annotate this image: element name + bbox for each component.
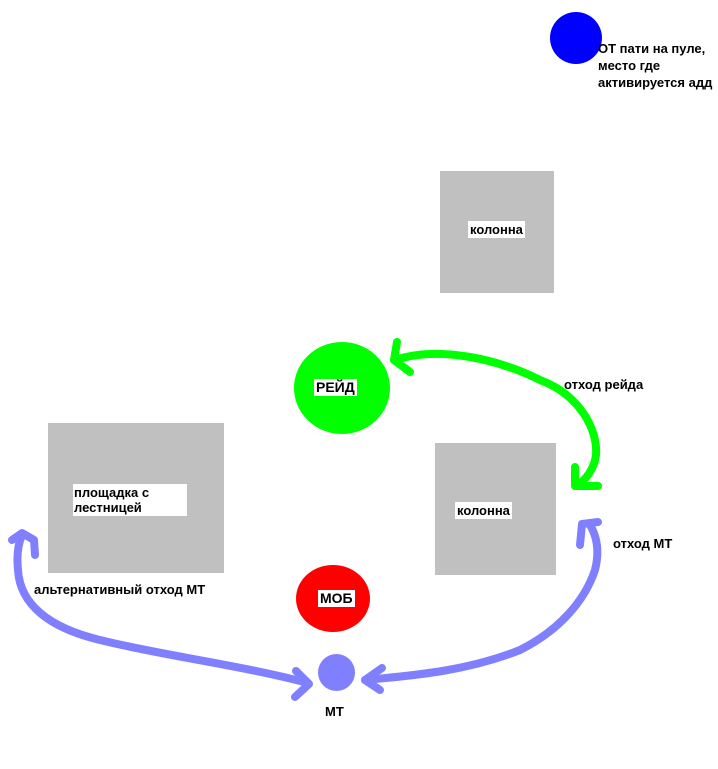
pillar-bottom: колонна [435,443,556,575]
mt-alt-retreat-label: альтернативный отход МТ [34,582,206,597]
pillar-top-label: колонна [468,221,525,238]
raid-retreat-label: отход рейда [564,377,644,392]
pool-marker-label: ОТ пати на пуле, место где активируется … [598,40,712,91]
mob-label: МОБ [318,590,355,607]
platform-label-line-2: лестницей [74,500,142,515]
pool-marker-line-1: ОТ пати на пуле, [598,41,706,56]
mt-label: МТ [325,704,344,719]
pillar-top: колонна [440,171,554,293]
pillar-bottom-label: колонна [455,502,512,519]
platform-with-stairs: площадка с лестницей [48,423,224,573]
raid-circle: РЕЙД [294,342,390,434]
pool-marker-circle [550,12,602,64]
platform-label: площадка с лестницей [73,484,187,516]
pool-marker-line-2: место где [598,58,661,73]
platform-label-line-1: площадка с [74,485,150,500]
mt-alt-retreat-arrow [8,529,313,701]
mt-retreat-arrow [361,518,602,694]
mt-retreat-label: отход МТ [613,536,673,551]
raid-label: РЕЙД [314,379,357,396]
mt-circle [318,654,355,691]
mob-circle: МОБ [296,565,370,632]
raid-retreat-arrow [390,338,602,490]
pool-marker-line-3: активируется адд [598,75,713,90]
